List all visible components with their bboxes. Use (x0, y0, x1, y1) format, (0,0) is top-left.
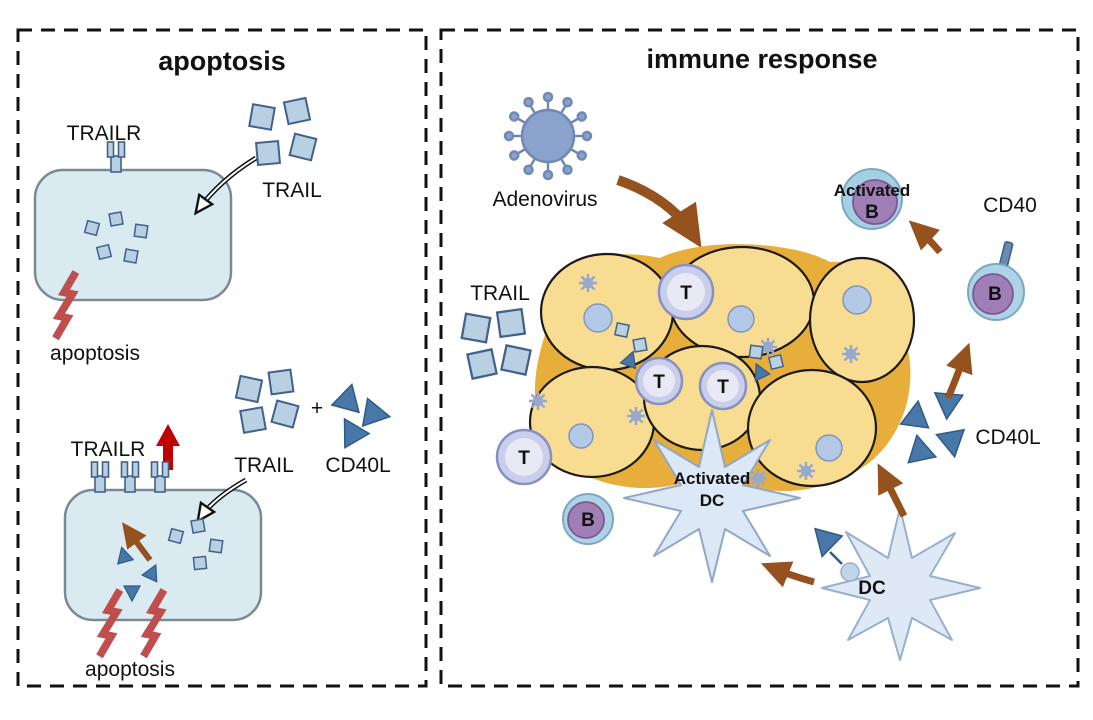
dc-nucleus (840, 562, 860, 582)
trail-ligand-squares-mid (234, 368, 300, 434)
trail-entry-arrow-top (193, 155, 258, 216)
cd40l-label-bottom: CD40L (325, 454, 390, 477)
tumor-nuclei (568, 285, 872, 462)
trail-label-bottom: TRAIL (234, 454, 294, 477)
apoptosis-bottom-diagram: + TRAILR TRAIL CD40L (63, 368, 393, 681)
apoptosis-top-diagram: TRAILR TRAIL apoptosi (33, 96, 322, 365)
t-cell: T (657, 263, 715, 321)
b-cell-tumor: B (562, 493, 614, 545)
dendritic-cell: DC (807, 507, 981, 661)
t-cell-label: T (717, 377, 729, 398)
activated-dendritic-cell: Activated DC (623, 409, 801, 583)
cd40l-stem (829, 551, 843, 565)
cd40l-label-immune: CD40L (975, 426, 1040, 449)
trailr-receptor-icon (106, 141, 126, 173)
activated-b-label-line2: B (865, 202, 879, 223)
t-cell-label: T (653, 372, 665, 393)
cd40l-on-dc-icon (807, 527, 843, 561)
trailr-label-bottom: TRAILR (71, 438, 146, 461)
adenovirus-icon (503, 91, 593, 181)
trail-entry-arrow-bottom (196, 477, 248, 524)
cd40l-triangles-mid (331, 380, 393, 449)
b-cell-cd40-label: B (988, 284, 1002, 305)
trailr-receptors-upregulated (90, 461, 170, 493)
apoptosis-label-top: apoptosis (50, 342, 140, 365)
t-cell: T (698, 361, 748, 411)
infection-arrow (616, 175, 702, 248)
cd40-label: CD40 (983, 194, 1037, 217)
cd40l-triangles-immune (899, 392, 970, 464)
arrow-b-to-activated-b (908, 220, 943, 255)
target-cell-top (33, 168, 233, 302)
immune-response-title: immune response (646, 44, 877, 74)
trail-ligand-squares-top (248, 96, 318, 166)
trail-ligand-squares-immune (460, 307, 532, 380)
apoptosis-panel-border (16, 28, 428, 688)
t-cell: T (634, 356, 684, 406)
trail-label-top: TRAIL (262, 179, 322, 202)
apoptosis-label-bottom: apoptosis (85, 658, 175, 681)
arrow-dc-to-activated-dc (760, 561, 815, 588)
t-cells: T T T T (495, 263, 748, 486)
activated-b-cell: Activated B (834, 168, 911, 230)
arrow-dc-to-cd40l (877, 463, 908, 518)
adenovirus-label: Adenovirus (492, 188, 597, 211)
t-cell: T (495, 428, 553, 486)
activated-dc-label-line2: DC (700, 491, 725, 510)
t-cell-label: T (518, 448, 530, 469)
target-cell-bottom (63, 488, 263, 622)
arrow-cd40l-to-b (944, 342, 973, 400)
activated-dc-label-line1: Activated (674, 469, 751, 488)
activated-b-label-line1: Activated (834, 181, 911, 200)
upregulation-arrow-icon (156, 424, 180, 470)
dc-label: DC (858, 578, 886, 599)
immune-response-panel: immune response Adenovirus TRAIL (460, 44, 1041, 661)
trailr-label-top: TRAILR (67, 122, 142, 145)
b-cell-tumor-label: B (581, 510, 595, 531)
apoptosis-panel: apoptosis TRAILR TRAIL (33, 46, 393, 681)
trail-label-immune: TRAIL (470, 282, 530, 305)
immune-panel-border (439, 28, 1080, 688)
b-cell-cd40: CD40 B (967, 194, 1037, 321)
signal-arrow-inside-cell (122, 522, 153, 562)
t-cell-label: T (680, 283, 692, 304)
plus-sign: + (311, 397, 323, 420)
apoptosis-title: apoptosis (158, 46, 286, 76)
